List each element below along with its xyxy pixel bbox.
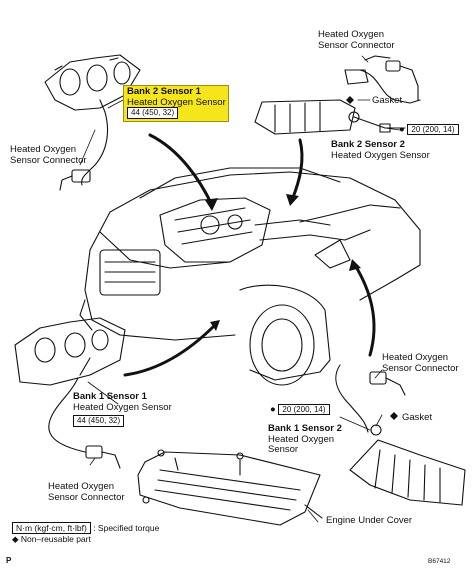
label-connector-mid-right: Heated Oxygen Sensor Connector <box>382 352 459 374</box>
bank2-sensor2-name: Heated Oxygen Sensor <box>331 149 430 161</box>
torque-bottom-right-row: ● 20 (200, 14) <box>270 404 330 416</box>
label-bank1-sensor1: Bank 1 Sensor 1 Heated Oxygen Sensor <box>73 391 172 413</box>
label-bank2-sensor2: Bank 2 Sensor 2 Heated Oxygen Sensor <box>331 139 430 161</box>
connector-bottom-left-line1: Heated Oxygen <box>48 481 115 492</box>
connector-bottom-left-line2: Sensor Connector <box>48 491 125 503</box>
bank2-sensor1-title: Bank 2 Sensor 1 <box>127 86 201 97</box>
legend-torque-unit: N·m (kgf·cm, ft·lbf) <box>12 522 91 534</box>
bolt-torque-icon: ● <box>270 404 276 415</box>
label-connector-bottom-left: Heated Oxygen Sensor Connector <box>48 481 125 503</box>
torque-top-right: 20 (200, 14) <box>407 124 459 135</box>
bank1-sensor1-title: Bank 1 Sensor 1 <box>73 391 147 402</box>
bank1-sensor1-name: Heated Oxygen Sensor <box>73 401 172 413</box>
connector-top-right-line2: Sensor Connector <box>318 39 395 51</box>
connector-top-right-line1: Heated Oxygen <box>318 29 385 40</box>
pointer-arrows <box>123 133 376 377</box>
bank2-sensor2-assembly <box>254 55 421 135</box>
bank1-sensor2-assembly <box>335 364 466 506</box>
label-connector-top-right: Heated Oxygen Sensor Connector <box>318 29 395 51</box>
label-gasket-top: Gasket <box>372 95 403 106</box>
legend-nonreusable-desc: Non–reusable part <box>20 534 91 544</box>
exhaust-manifold-bank2 <box>44 54 141 113</box>
diamond-icon: ◆ <box>12 534 19 544</box>
label-gasket-bottom: Gasket <box>402 412 433 423</box>
bank1-sensor2-name-line2: Sensor <box>268 444 299 455</box>
figure-id: B67412 <box>428 558 451 565</box>
vehicle-outline <box>79 167 421 386</box>
bank1-sensor2-name-line1: Heated Oxygen <box>268 433 335 445</box>
torque-bank2-sensor1: 44 (450, 32) <box>127 107 179 119</box>
nonreusable-markers <box>346 96 398 420</box>
connector-left-line2: Sensor Connector <box>10 154 87 166</box>
bank2-sensor2-title: Bank 2 Sensor 2 <box>331 139 405 150</box>
bank2-sensor1-name: Heated Oxygen Sensor <box>127 96 226 108</box>
legend-torque-desc: : Specified torque <box>93 523 160 533</box>
under-cover-bolts <box>142 449 244 504</box>
torque-bottom-right: 20 (200, 14) <box>278 404 330 415</box>
label-connector-left: Heated Oxygen Sensor Connector <box>10 144 87 166</box>
engine-under-cover <box>137 451 323 526</box>
engine-block <box>159 197 401 269</box>
connector-left-line1: Heated Oxygen <box>10 144 77 155</box>
label-bank2-sensor1: Bank 2 Sensor 1 Heated Oxygen Sensor <box>127 86 226 108</box>
sensor-wire-bank2-sensor1 <box>59 111 109 191</box>
connector-mid-right-line1: Heated Oxygen <box>382 352 449 363</box>
label-bank1-sensor2: Bank 1 Sensor 2 Heated Oxygen Sensor <box>268 423 342 456</box>
legend-torque-row: N·m (kgf·cm, ft·lbf) : Specified torque <box>12 522 160 534</box>
arrow-heads <box>205 194 361 331</box>
torque-top-right-row: ● 20 (200, 14) <box>399 124 459 136</box>
connector-mid-right-line2: Sensor Connector <box>382 362 459 374</box>
legend: N·m (kgf·cm, ft·lbf) : Specified torque … <box>12 522 160 545</box>
bank1-sensor2-title: Bank 1 Sensor 2 <box>268 423 342 434</box>
page-mark: P <box>6 556 12 565</box>
legend-nonreusable-row: ◆ Non–reusable part <box>12 534 159 545</box>
label-engine-under-cover: Engine Under Cover <box>326 515 413 526</box>
torque-bank1-sensor1: 44 (450, 32) <box>73 415 125 427</box>
bolt-torque-icon: ● <box>399 124 405 135</box>
exhaust-manifold-bank1 <box>14 317 126 469</box>
leader-lines <box>79 55 401 523</box>
